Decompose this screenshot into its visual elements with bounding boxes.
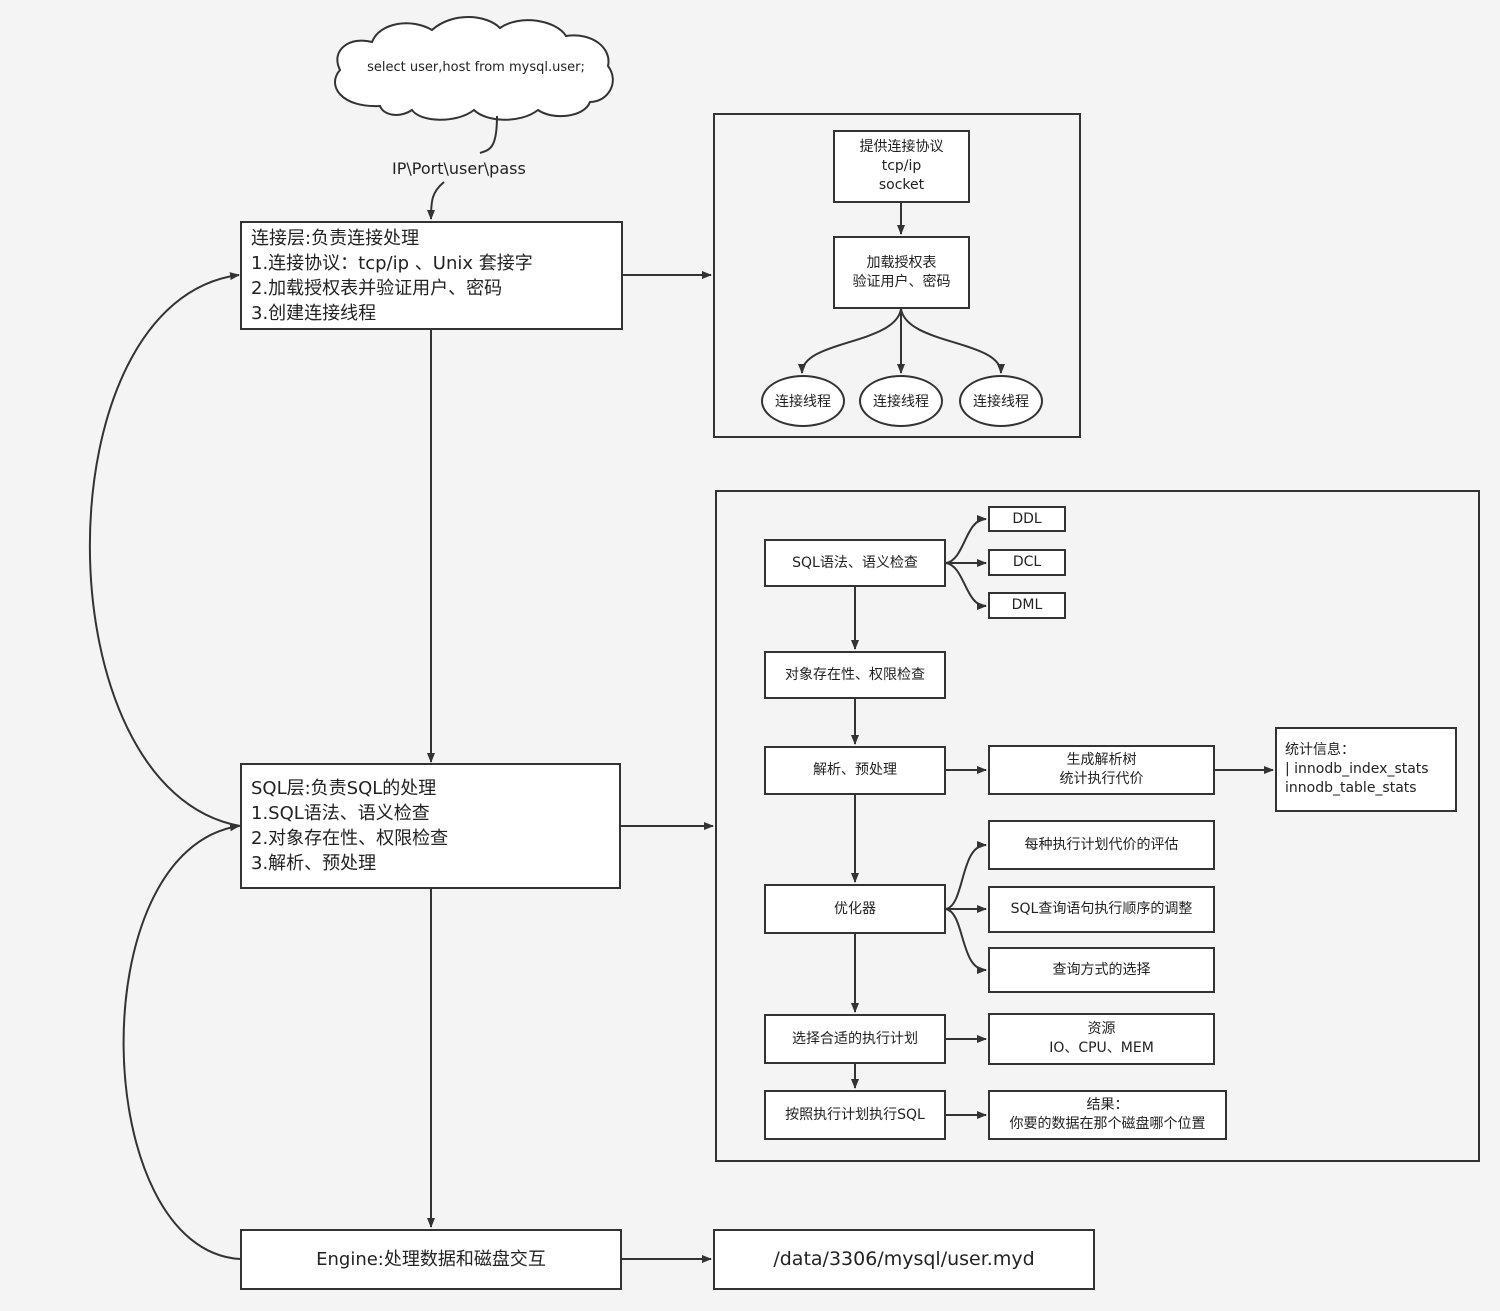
sql-layer-box: SQL层:负责SQL的处理 1.SQL语法、语义检查 2.对象存在性、权限检查 … bbox=[240, 763, 621, 889]
auth-box: 加载授权表 验证用户、密码 bbox=[833, 236, 970, 309]
resources-box: 资源 IO、CPU、MEM bbox=[988, 1013, 1215, 1065]
curve-sql-to-connection bbox=[88, 272, 241, 827]
arrow-auth-to-thread-3 bbox=[900, 308, 1005, 374]
parse-tree-box: 生成解析树 统计执行代价 bbox=[988, 745, 1215, 795]
connection-thread-3: 连接线程 bbox=[959, 375, 1043, 427]
arrow-cloud-to-connection bbox=[479, 115, 498, 154]
ddl-box: DDL bbox=[988, 506, 1066, 532]
parse-box: 解析、预处理 bbox=[764, 746, 946, 795]
arrow-syntax-to-ddl bbox=[945, 515, 987, 564]
stats-box: 统计信息： | innodb_index_stats innodb_table_… bbox=[1275, 727, 1457, 812]
parse-tree-title: 生成解析树 bbox=[1066, 752, 1137, 768]
connection-thread-2: 连接线程 bbox=[859, 375, 943, 427]
syntax-check-box: SQL语法、语义检查 bbox=[764, 539, 946, 587]
auth-title: 加载授权表 bbox=[866, 254, 937, 271]
arrow-optimizer-to-task-1 bbox=[945, 841, 987, 910]
query-cloud-shape bbox=[334, 16, 614, 121]
cloud-query-text: select user,host from mysql.user; bbox=[367, 60, 585, 75]
connection-layer-line: 2.加载授权表并验证用户、密码 bbox=[251, 277, 503, 299]
sql-layer-line: 2.对象存在性、权限检查 bbox=[251, 828, 449, 849]
sql-layer-line: 1.SQL语法、语义检查 bbox=[251, 803, 430, 824]
stats-table: innodb_table_stats bbox=[1285, 780, 1417, 796]
sql-layer-line: 3.解析、预处理 bbox=[251, 853, 377, 874]
optimizer-box: 优化器 bbox=[764, 884, 946, 934]
stats-index: | innodb_index_stats bbox=[1285, 761, 1429, 777]
stats-title: 统计信息： bbox=[1285, 742, 1355, 758]
resources-title: 资源 bbox=[1087, 1021, 1116, 1037]
object-check-box: 对象存在性、权限检查 bbox=[764, 651, 946, 699]
arrow-syntax-to-dml bbox=[945, 562, 987, 610]
protocol-tcp: tcp/ip bbox=[881, 158, 922, 174]
result-desc: 你要的数据在那个磁盘哪个位置 bbox=[1009, 1116, 1206, 1132]
connection-credentials-label: IP\Port\user\pass bbox=[392, 159, 526, 178]
result-title: 结果： bbox=[1086, 1097, 1129, 1113]
connection-layer-title: 连接层:负责连接处理 bbox=[251, 227, 420, 249]
optimizer-task-2: SQL查询语句执行顺序的调整 bbox=[988, 886, 1215, 933]
execute-box: 按照执行计划执行SQL bbox=[764, 1090, 946, 1140]
protocol-title: 提供连接协议 bbox=[859, 139, 944, 155]
connection-layer-line: 1.连接协议：tcp/ip 、Unix 套接字 bbox=[251, 252, 533, 274]
dcl-box: DCL bbox=[988, 549, 1066, 576]
curve-engine-to-sql bbox=[122, 823, 241, 1260]
connection-layer-box: 连接层:负责连接处理 1.连接协议：tcp/ip 、Unix 套接字 2.加载授… bbox=[240, 221, 623, 330]
resources-list: IO、CPU、MEM bbox=[1049, 1040, 1154, 1056]
engine-box: Engine:处理数据和磁盘交互 bbox=[240, 1229, 622, 1290]
auth-desc: 验证用户、密码 bbox=[852, 273, 951, 290]
arrow-cloud-to-connection-lower bbox=[427, 181, 445, 220]
choose-plan-box: 选择合适的执行计划 bbox=[764, 1014, 946, 1064]
data-file-box: /data/3306/mysql/user.myd bbox=[713, 1229, 1095, 1290]
arrow-auth-to-thread-1 bbox=[798, 308, 902, 374]
arrow-optimizer-to-task-3 bbox=[945, 908, 987, 974]
protocol-box: 提供连接协议 tcp/ip socket bbox=[833, 130, 970, 203]
result-box: 结果： 你要的数据在那个磁盘哪个位置 bbox=[988, 1090, 1227, 1140]
optimizer-task-3: 查询方式的选择 bbox=[988, 947, 1215, 993]
connection-layer-line: 3.创建连接线程 bbox=[251, 302, 377, 324]
parse-tree-cost: 统计执行代价 bbox=[1059, 771, 1144, 787]
protocol-socket: socket bbox=[878, 177, 925, 193]
dml-box: DML bbox=[988, 592, 1066, 619]
sql-layer-title: SQL层:负责SQL的处理 bbox=[251, 778, 437, 799]
optimizer-task-1: 每种执行计划代价的评估 bbox=[988, 820, 1215, 870]
connection-detail-frame bbox=[713, 113, 1081, 438]
sql-detail-frame bbox=[715, 490, 1480, 1162]
connection-thread-1: 连接线程 bbox=[761, 375, 845, 427]
